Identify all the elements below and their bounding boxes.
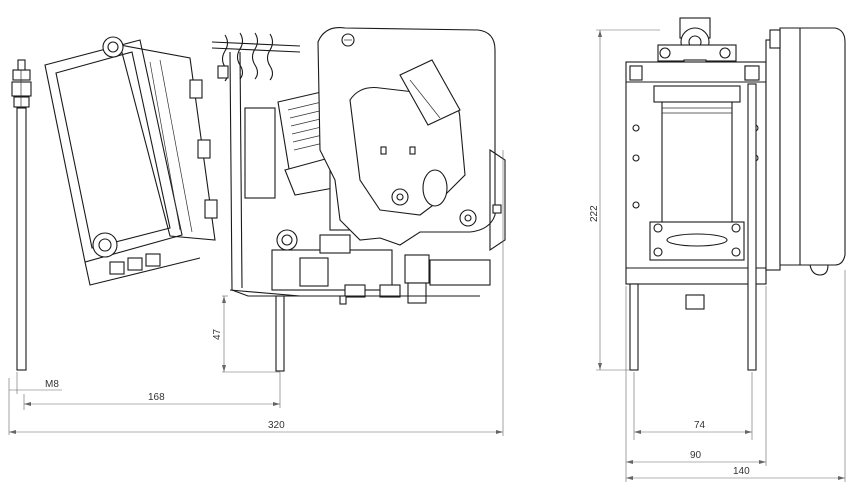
dim-74-label: 74 [694, 420, 706, 431]
pivot-screw-icon [92, 232, 118, 258]
dim-168-label: 168 [148, 392, 165, 403]
cam-pivot-icon [391, 188, 409, 206]
side-housing [765, 27, 846, 276]
spring-assembly [211, 32, 301, 82]
front-rods [629, 65, 760, 371]
frame-plate [189, 51, 300, 297]
base-assembly [229, 229, 491, 372]
front-view: 222 74 90 140 [589, 17, 846, 482]
cam-screw-icon [341, 33, 355, 47]
front-view-dimensions: 222 74 90 140 [589, 29, 846, 482]
side-view-dimensions: M8 168 320 47 [8, 150, 504, 436]
tilted-arm-housing [44, 36, 216, 286]
top-screw-icon [102, 36, 124, 58]
cam-plate [317, 27, 506, 252]
dim-140-label: 140 [733, 466, 750, 477]
dim-90-label: 90 [690, 450, 702, 461]
base-screw-icon [276, 229, 298, 251]
dim-222-label: 222 [589, 205, 600, 222]
dim-m8-label: M8 [45, 379, 59, 390]
coil-cylinder [649, 85, 745, 261]
dim-47-label: 47 [212, 328, 223, 340]
left-threaded-stud [11, 59, 32, 371]
dim-320-label: 320 [268, 420, 285, 431]
side-view: M8 168 320 47 [8, 27, 506, 436]
